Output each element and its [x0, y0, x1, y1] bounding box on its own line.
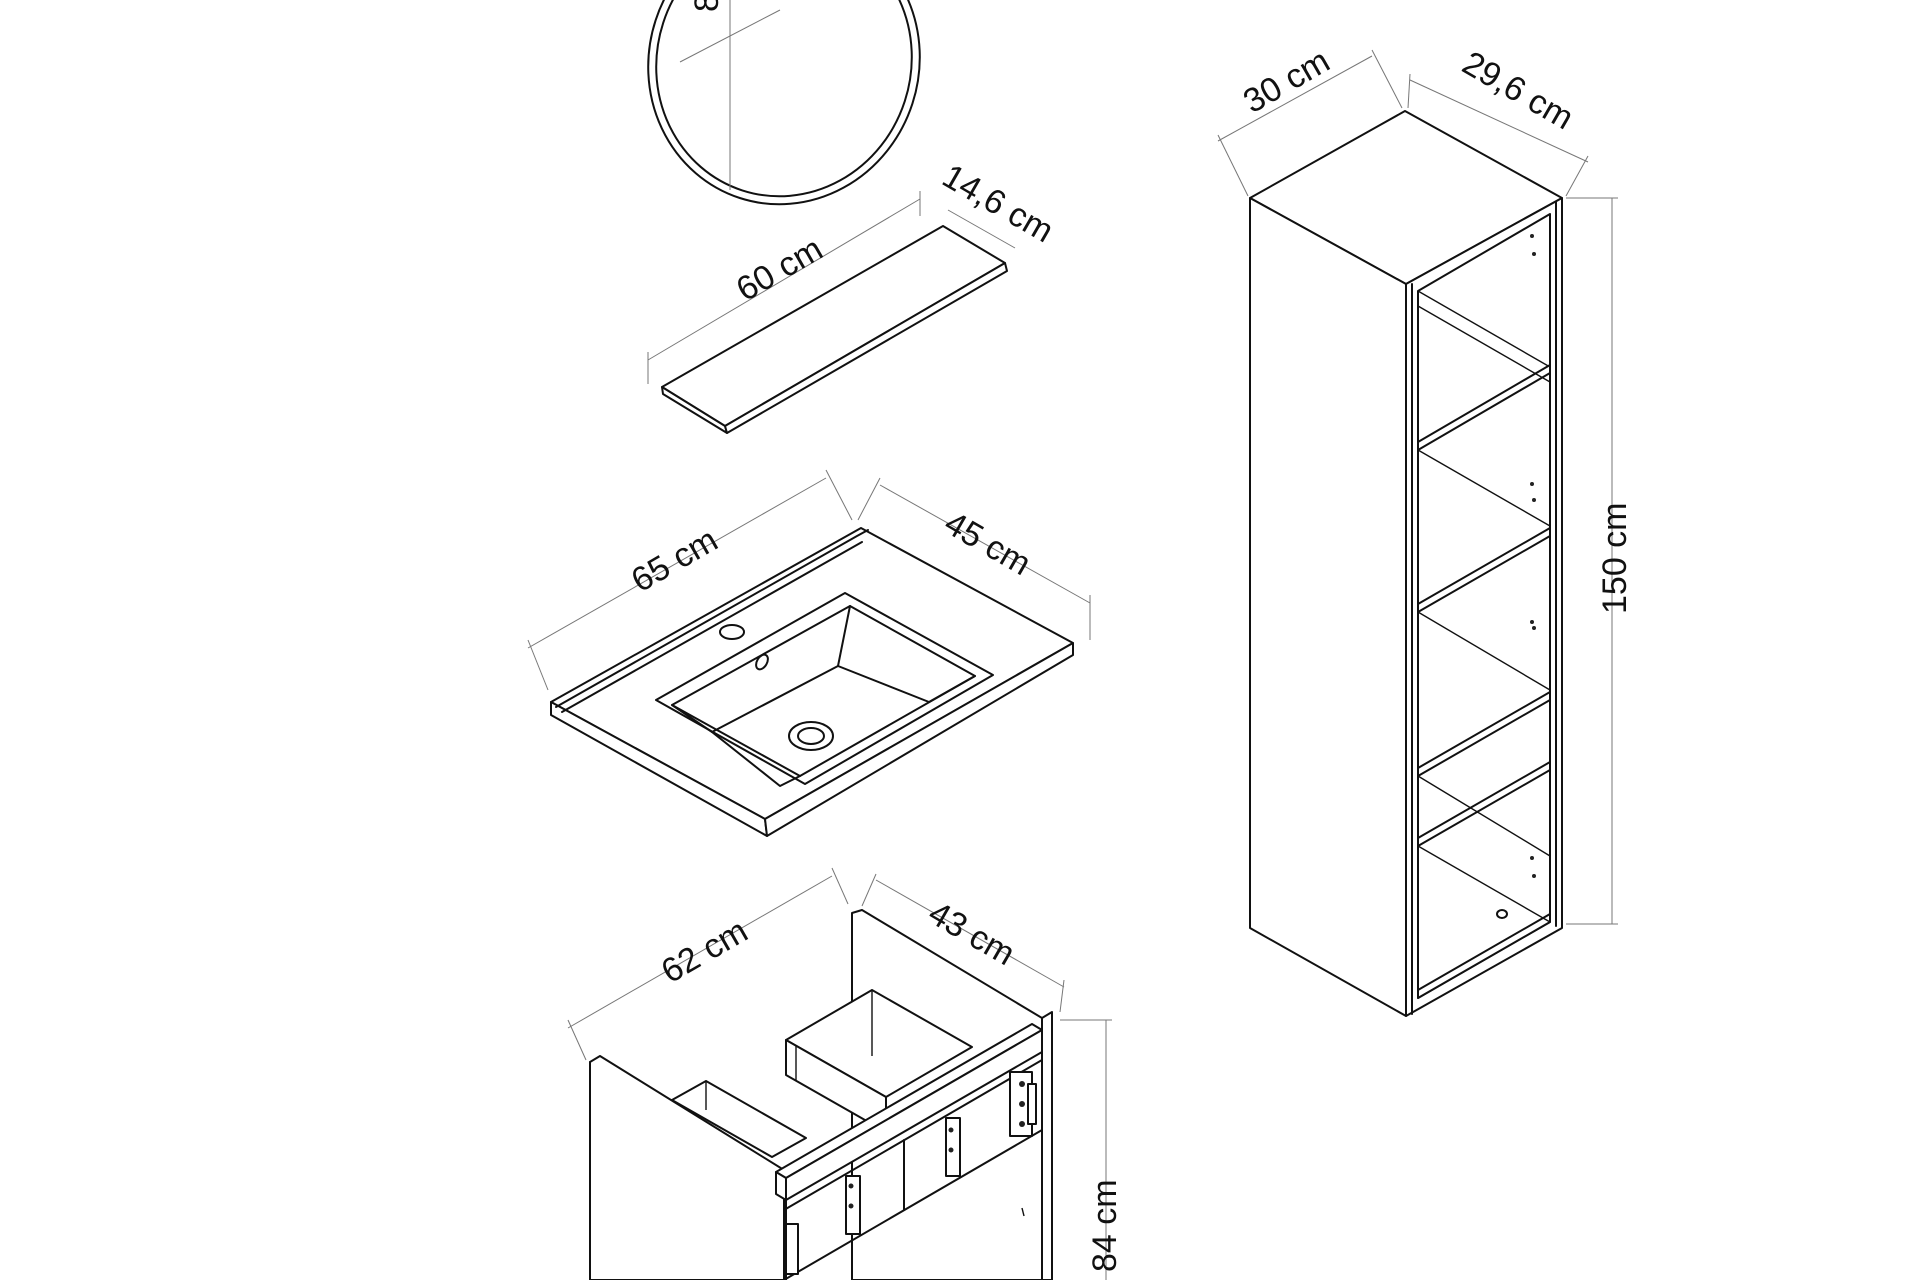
- shelf-length-label: 60 cm: [730, 230, 829, 309]
- basin-bowl-rim: [655, 592, 994, 785]
- column-depth-label: 29,6 cm: [1456, 44, 1580, 137]
- drain-outer: [788, 721, 834, 751]
- shelf-top-face: [661, 225, 1006, 427]
- mirror-dimension-label: 80 cm: [688, 0, 726, 12]
- tap-hole: [719, 624, 745, 640]
- column-cable-hole: [1496, 909, 1508, 919]
- overflow-hole: [755, 653, 769, 671]
- vanity-left-panel: [589, 1055, 785, 1280]
- column-width-label: 30 cm: [1237, 42, 1336, 121]
- round-mirror: 80 cm: [647, 0, 921, 206]
- vanity-depth-dim-line: [875, 879, 1065, 988]
- basin-width-dim-line: [527, 477, 827, 649]
- basin-width-label: 65 cm: [625, 521, 724, 600]
- vanity-bracket: [945, 1117, 961, 1177]
- vanity-width-label: 62 cm: [655, 912, 754, 991]
- column-shelf: [1417, 364, 1551, 451]
- shelf-side-edge: [724, 262, 1008, 434]
- basin-depth-dim-line: [879, 484, 1091, 604]
- shelf-length-dim-line: [647, 198, 921, 361]
- column-shelf: [1417, 761, 1551, 847]
- vanity-cabinet: 62 cm 43 cm 84 cm: [567, 867, 1124, 1280]
- column-shelf: [1417, 691, 1551, 777]
- column-shelf: [1417, 527, 1551, 613]
- column-left-side: [1249, 197, 1407, 1017]
- mirror-diagonal-dim-line: [679, 9, 781, 63]
- wall-shelf: 60 cm 14,6 cm: [647, 157, 1060, 434]
- tall-column-cabinet: 30 cm 29,6 cm 150 cm: [1217, 42, 1634, 1017]
- column-width-dim-line: [1217, 55, 1373, 142]
- drain-inner: [797, 727, 825, 745]
- vanity-height-label: 84 cm: [1086, 1179, 1124, 1272]
- vanity-width-dim-line: [567, 875, 833, 1029]
- column-opening: [1417, 213, 1551, 999]
- column-shelf-pin-holes: [1530, 234, 1536, 878]
- column-height-label: 150 cm: [1596, 503, 1634, 615]
- basin-countertop: 65 cm 45 cm: [527, 469, 1091, 837]
- vanity-right-panel: [1041, 1011, 1053, 1280]
- column-shelves: [1417, 305, 1551, 999]
- basin-depth-label: 45 cm: [938, 504, 1037, 583]
- basin-side-edge: [764, 642, 1074, 837]
- shelf-depth-dim-line: [947, 209, 1016, 249]
- column-depth-dim-line: [1409, 79, 1589, 163]
